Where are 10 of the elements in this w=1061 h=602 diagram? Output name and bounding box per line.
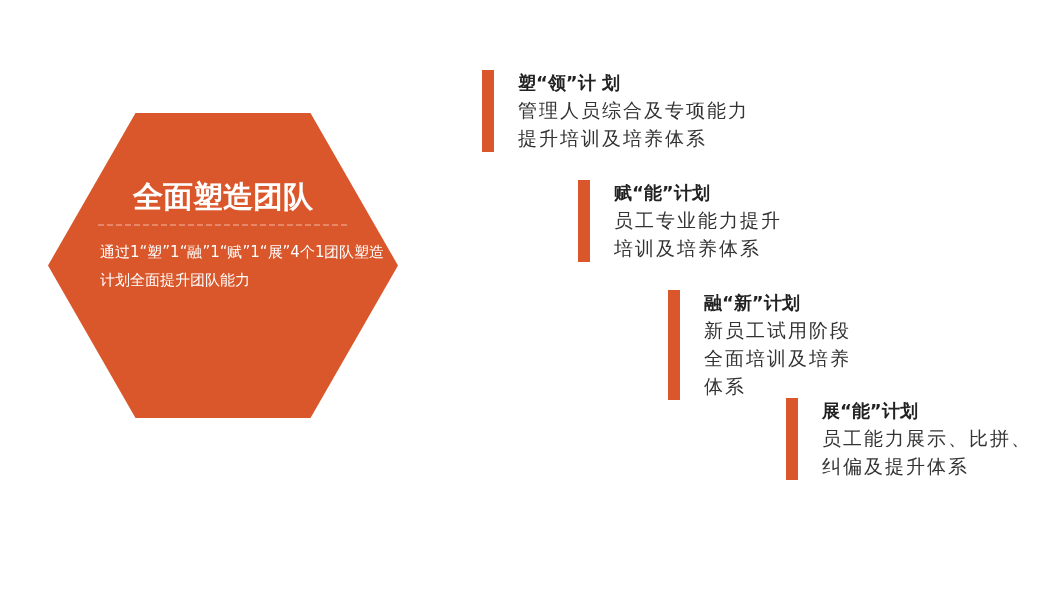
plan-description: 管理人员综合及专项能力提升培训及培养体系 xyxy=(518,98,750,151)
hexagon-title: 全面塑造团队 xyxy=(132,178,314,216)
plan-description: 员工能力展示、比拼、纠偏及提升体系 xyxy=(822,426,1033,479)
plan-title: 融“新”计划 xyxy=(704,291,801,315)
plan-description: 新员工试用阶段全面培训及培养体系 xyxy=(704,318,852,399)
hexagon-description: 通过1“塑”1“融”1“赋”1“展”4个1团队塑造计划全面提升团队能力 xyxy=(100,242,385,291)
plan-title: 赋“能”计划 xyxy=(614,181,711,205)
plan-description: 员工专业能力提升培训及培养体系 xyxy=(614,208,783,261)
plan-title: 塑“领”计 划 xyxy=(518,71,621,95)
plan-title: 展“能”计划 xyxy=(822,399,919,423)
